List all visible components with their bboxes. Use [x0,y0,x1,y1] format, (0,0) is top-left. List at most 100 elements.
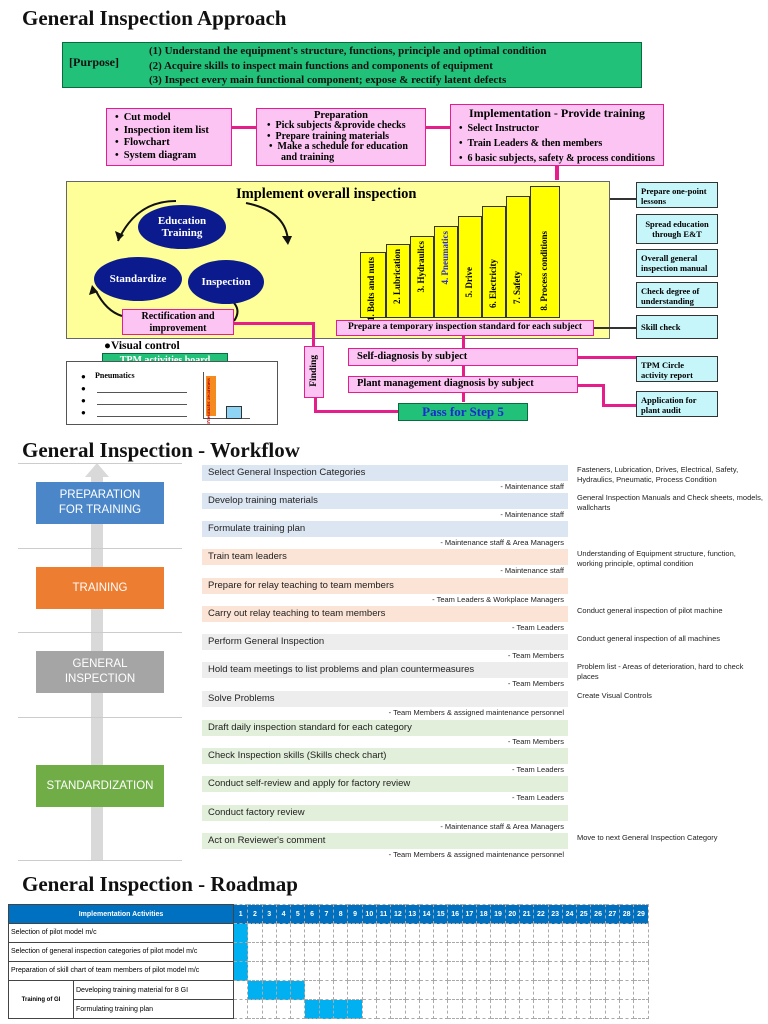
roadmap-cell [333,942,349,962]
roadmap-week: 10 [361,904,377,924]
roadmap-week: 25 [576,904,592,924]
roadmap-week: 29 [633,904,649,924]
workflow-row-band [202,776,568,792]
workflow-row-band [202,748,568,764]
roadmap-cell [533,999,549,1019]
phase-divider [18,860,182,861]
workflow-task: Check Inspection skills (Skills check ch… [208,750,387,761]
purpose-item-3: (3) Inspect every main functional compon… [149,74,507,86]
stair-label: 3. Hydraulics [416,241,426,293]
roadmap-cell [404,923,420,943]
roadmap-week: 16 [447,904,463,924]
roadmap-cell [476,980,492,1000]
roadmap-cell [533,980,549,1000]
workflow-note: Conduct general inspection of pilot mach… [577,606,723,615]
roadmap-cell [576,923,592,943]
stair-label: 1. Bolts and nuts [366,257,376,322]
preparation-title: Preparation [313,110,369,121]
stair-label: 7. Safety [512,271,522,304]
roadmap-week: 15 [433,904,449,924]
right-box-spread-education: Spread education through E&T [636,214,718,244]
implementation-item: Train Leaders & then members [459,136,659,151]
roadmap-cell [318,961,335,981]
roadmap-cell [547,980,563,1000]
roadmap-cell [347,980,363,1000]
roadmap-cell [576,961,592,981]
roadmap-week: 12 [390,904,406,924]
roadmap-title: General Inspection - Roadmap [22,872,298,896]
right-box-check-understanding: Check degree of understanding [636,282,718,308]
stair-step: 6. Electricity [482,206,506,318]
roadmap-cell [275,980,292,1000]
workflow-row-band [202,634,568,650]
roadmap-cell [304,980,320,1000]
roadmap-cell [633,923,649,943]
roadmap-cell [361,999,377,1019]
roadmap-week: 2 [247,904,263,924]
roadmap-cell [247,999,263,1019]
workflow-row: Draft daily inspection standard for each… [202,720,568,747]
roadmap-cell [590,923,606,943]
roadmap-cell [361,980,377,1000]
workflow-note: Move to next General Inspection Category [577,833,718,842]
roadmap-cell [561,923,578,943]
finding-box: Finding [304,346,324,398]
preparation-box: Preparation Pick subjects &provide check… [256,108,426,166]
roadmap-cell [633,942,649,962]
workflow-owner: - Maintenance staff & Area Managers [440,538,564,547]
roadmap-cell [318,923,335,943]
roadmap-week: 27 [604,904,621,924]
roadmap-week: 8 [333,904,349,924]
roadmap-cell [433,999,449,1019]
roadmap-week: 3 [261,904,277,924]
board-item: Pneumatics [95,371,135,380]
roadmap-cell [375,923,392,943]
workflow-task: Develop training materials [208,495,318,506]
right-box-plant-audit: Application for plant audit [636,391,718,417]
roadmap-cell [518,980,535,1000]
board-bullet: ● [81,372,86,381]
arrow-line [462,365,465,377]
workflow-task: Conduct self-review and apply for factor… [208,778,411,789]
materials-box: Cut model Inspection item list Flowchart… [106,108,232,166]
workflow-task: Solve Problems [208,693,275,704]
roadmap-cell [604,961,621,981]
workflow-row: Select General Inspection Categories- Ma… [202,465,568,492]
workflow-row: Act on Reviewer's comment- Team Members … [202,833,568,860]
roadmap-cell [261,961,277,981]
roadmap-cell [590,999,606,1019]
roadmap-cell [590,942,606,962]
roadmap-activity: Developing training material for 8 GI [73,980,234,1000]
workflow-note: Fasteners, Lubrication, Drives, Electric… [577,465,739,484]
right-box-inspection-manual: Overall general inspection manual [636,249,718,277]
roadmap-cell [447,999,463,1019]
roadmap-cell [375,999,392,1019]
roadmap-row: Preparation of skill chart of team membe… [8,961,649,981]
board-chart-bar [226,406,242,419]
roadmap-week: 9 [347,904,363,924]
arrow-line [555,166,559,180]
roadmap-cell [418,942,435,962]
roadmap-cell [275,942,292,962]
roadmap-cell [590,961,606,981]
roadmap-cell [518,942,535,962]
roadmap-cell [375,980,392,1000]
workflow-owner: - Team Members [507,651,564,660]
roadmap-cell [433,923,449,943]
roadmap-activity: Formulating training plan [73,999,234,1019]
board-bullet: ● [81,396,86,405]
roadmap-cell [476,961,492,981]
materials-item: System diagram [115,150,231,163]
roadmap-cell [490,961,506,981]
roadmap-week: 14 [418,904,435,924]
roadmap-week: 19 [490,904,506,924]
roadmap-cell [518,923,535,943]
roadmap-row: Formulating training plan [9,999,649,1019]
cycle-arrows [89,200,292,322]
materials-item: Flowchart [115,137,231,150]
roadmap-activity: Preparation of skill chart of team membe… [8,961,234,981]
roadmap-cell [318,980,335,1000]
workflow-row-band [202,805,568,821]
arrow-line [602,404,636,407]
workflow-row: Train team leaders- Maintenance staff [202,549,568,576]
